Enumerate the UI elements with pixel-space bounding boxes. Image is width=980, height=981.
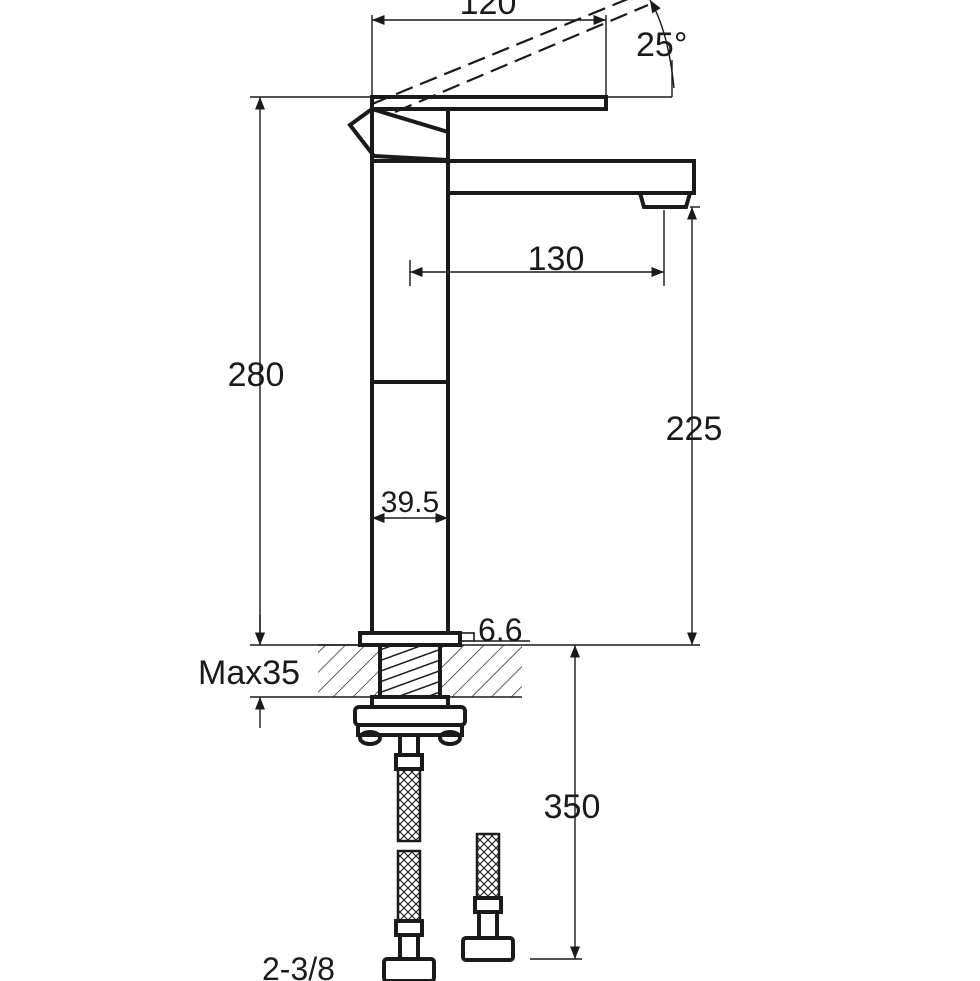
dim-total-height: 280	[228, 356, 285, 394]
threaded-shank	[378, 643, 442, 699]
base-notch	[459, 632, 475, 642]
hose-long	[382, 733, 436, 981]
faucet-body	[347, 95, 696, 647]
aerator	[637, 191, 693, 209]
dim-lever-angle: 25°	[636, 26, 687, 64]
dim-max-counter: Max35	[198, 654, 300, 692]
spout	[448, 159, 696, 195]
hose-short	[461, 832, 515, 962]
body-column	[370, 159, 450, 635]
dim-outlet-height: 225	[666, 410, 723, 448]
dim-base-thickness: 6.6	[478, 612, 522, 648]
dim-connection: 2-3/8	[262, 951, 335, 981]
dim-lever-length: 120	[460, 0, 517, 22]
lever-rotated-outline	[371, 0, 649, 114]
dim-body-width: 39.5	[381, 486, 439, 519]
mounting-nut	[353, 695, 467, 746]
dim-hose-length: 350	[544, 788, 601, 826]
cartridge-block	[370, 107, 450, 163]
dimension-lines	[250, 0, 700, 960]
cartridge-cap	[347, 106, 450, 163]
dim-spout-reach: 130	[528, 240, 585, 278]
